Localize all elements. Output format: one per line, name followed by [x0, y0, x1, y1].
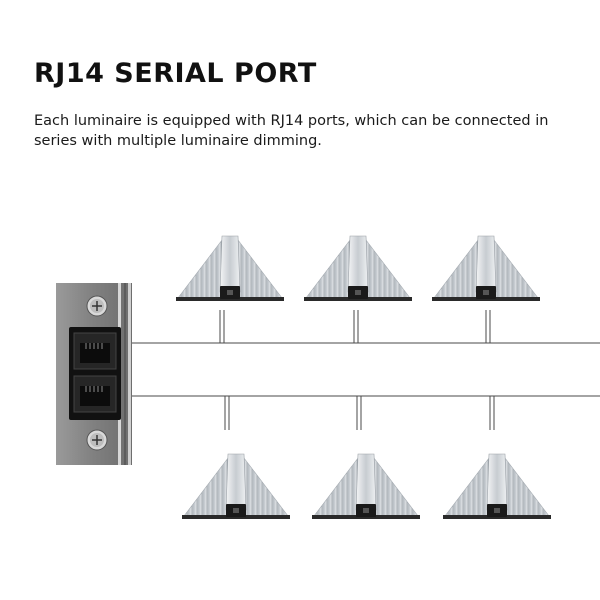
- luminaire-icon: [181, 453, 291, 520]
- luminaire-icon: [311, 453, 421, 520]
- luminaire-icon: [175, 235, 285, 302]
- rj14-port-icon: [73, 375, 117, 413]
- page-title: RJ14 SERIAL PORT: [34, 58, 317, 89]
- luminaire-row-bottom: [181, 453, 552, 520]
- luminaire-icon: [303, 235, 413, 302]
- cables: [120, 310, 600, 430]
- luminaire-icon: [442, 453, 552, 520]
- rj14-panel: [56, 283, 132, 465]
- screw-icon: [86, 429, 108, 451]
- rj14-port-icon: [73, 332, 117, 370]
- screw-icon: [86, 295, 108, 317]
- luminaire-icon: [431, 235, 541, 302]
- description-text: Each luminaire is equipped with RJ14 por…: [34, 113, 549, 149]
- luminaire-row-top: [175, 235, 541, 302]
